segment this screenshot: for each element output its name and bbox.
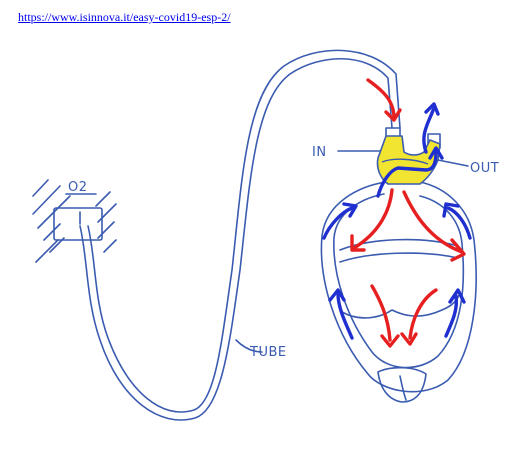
outflow-arrows [322, 102, 472, 340]
oxygen-tube [79, 49, 401, 421]
source-link[interactable]: https://www.isinnova.it/easy-covid19-esp… [18, 10, 231, 24]
in-label: IN [312, 145, 327, 160]
o2-outlet-box [53, 207, 103, 241]
tube-label: TUBE [249, 345, 287, 360]
o2-label: O2 [68, 180, 88, 195]
snorkel-mask [320, 181, 477, 403]
inflow-arrows [350, 78, 466, 348]
out-label: OUT [470, 161, 499, 176]
